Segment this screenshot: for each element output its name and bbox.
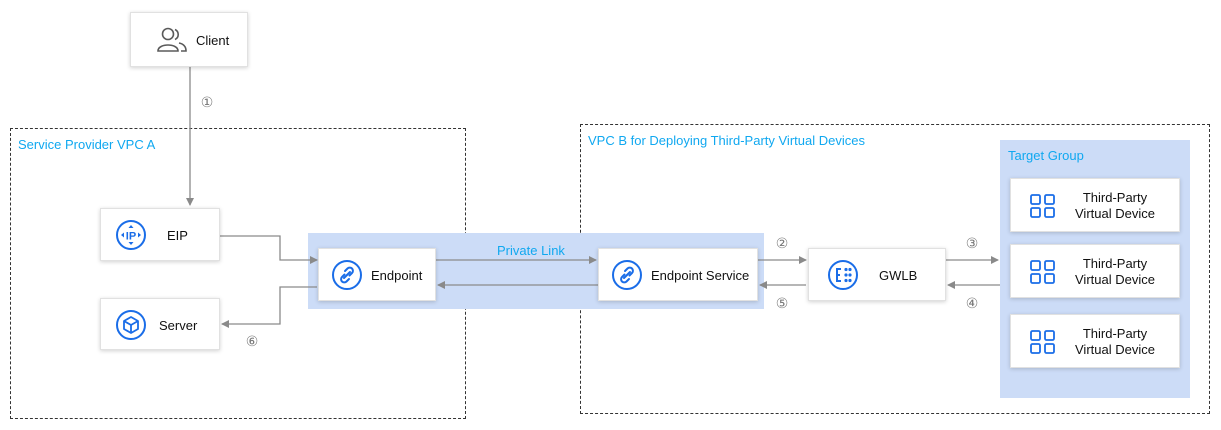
virtual-device-2-line1: Third-Party xyxy=(1082,256,1148,271)
virtual-device-2[interactable]: Third-Party Virtual Device xyxy=(1010,244,1180,298)
link-icon xyxy=(612,260,642,290)
vpc-b-title: VPC B for Deploying Third-Party Virtual … xyxy=(588,133,865,148)
vpc-a-title: Service Provider VPC A xyxy=(18,137,156,152)
virtual-device-3-line1: Third-Party xyxy=(1082,326,1148,341)
endpoint-service-node[interactable]: Endpoint Service xyxy=(598,248,758,301)
grid-icon xyxy=(1030,260,1055,284)
step-3-marker: ③ xyxy=(965,235,979,251)
ip-icon: IP xyxy=(116,220,146,250)
server-label: Server xyxy=(159,318,198,333)
endpoint-label: Endpoint xyxy=(371,268,423,283)
svg-text:IP: IP xyxy=(126,231,136,243)
link-icon xyxy=(332,260,362,290)
endpoint-node[interactable]: Endpoint xyxy=(318,248,436,301)
users-icon xyxy=(157,27,187,52)
client-label: Client xyxy=(196,33,230,48)
virtual-device-3-label: Third-Party Virtual Device xyxy=(1075,326,1155,358)
private-link-label: Private Link xyxy=(497,243,565,258)
arrow-endpoint-to-server xyxy=(221,286,317,328)
step-6-marker: ⑥ xyxy=(245,333,259,349)
virtual-device-1-line2: Virtual Device xyxy=(1075,206,1155,221)
step-5-marker: ⑤ xyxy=(775,295,789,311)
virtual-device-1-label: Third-Party Virtual Device xyxy=(1075,190,1155,222)
grid-icon xyxy=(1030,194,1055,218)
step-4-marker: ④ xyxy=(965,295,979,311)
load-balancer-icon xyxy=(828,260,858,290)
endpoint-service-label: Endpoint Service xyxy=(651,268,750,283)
gwlb-label: GWLB xyxy=(879,268,918,283)
virtual-device-1[interactable]: Third-Party Virtual Device xyxy=(1010,178,1180,232)
virtual-device-3-line2: Virtual Device xyxy=(1075,342,1155,357)
arrow-eip-to-endpoint xyxy=(220,235,318,264)
virtual-device-1-line1: Third-Party xyxy=(1082,190,1148,205)
step-2-marker: ② xyxy=(775,235,789,251)
virtual-device-2-label: Third-Party Virtual Device xyxy=(1075,256,1155,288)
target-group-title: Target Group xyxy=(1008,148,1084,163)
client-node[interactable]: Client xyxy=(130,12,248,67)
virtual-device-3[interactable]: Third-Party Virtual Device xyxy=(1010,314,1180,368)
cube-icon xyxy=(116,310,146,340)
gwlb-node[interactable]: GWLB xyxy=(808,248,946,301)
grid-icon xyxy=(1030,330,1055,354)
server-node[interactable]: Server xyxy=(100,298,220,350)
eip-node[interactable]: IP EIP xyxy=(100,208,220,261)
step-1-marker: ① xyxy=(200,94,214,110)
eip-label: EIP xyxy=(167,228,188,243)
virtual-device-2-line2: Virtual Device xyxy=(1075,272,1155,287)
